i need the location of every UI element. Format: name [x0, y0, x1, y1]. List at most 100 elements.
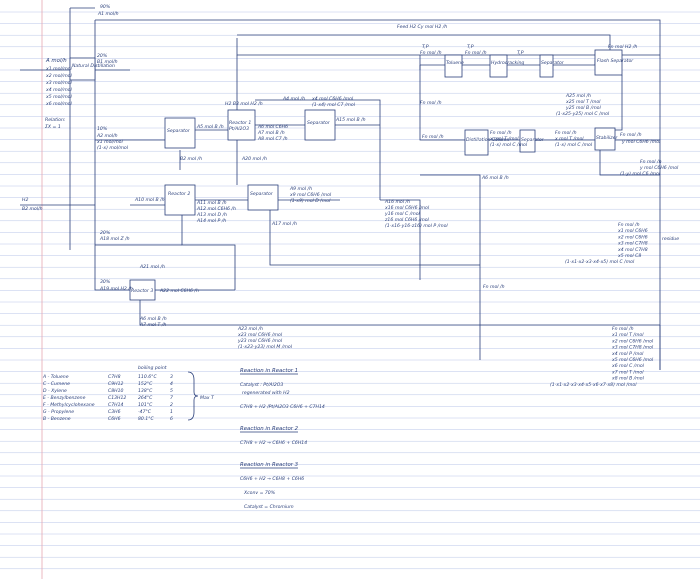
- residue-item: x1 mol C6H6: [617, 228, 648, 234]
- stream-label: Fn mol /h: [483, 284, 505, 290]
- block-label: Natural Distillation: [72, 63, 115, 69]
- block-label: Reactor 2: [168, 191, 190, 197]
- list-item: x4 mol/mol: [45, 87, 72, 93]
- residue-item: (1-x1-x2-x3-x4-x5) mol C /mol: [565, 259, 635, 265]
- stream-label: Fn mol /h: [465, 50, 487, 56]
- process-block-separator-3: Separator: [247, 184, 279, 211]
- block-label: Separator: [167, 128, 191, 134]
- block-label: Reactor 3: [131, 288, 153, 294]
- stream-label: T,P: [422, 44, 429, 50]
- list-item: 152°C: [138, 381, 153, 387]
- stream-label: Fn mol /h: [422, 134, 444, 140]
- list-item: x1 mol/mol: [45, 66, 72, 72]
- residue-item: x3 mol C7H8: [617, 241, 648, 247]
- stream-label: A22 mol C6H6 /h: [159, 288, 199, 294]
- block-label: Hydrocracking: [491, 60, 524, 66]
- stream-label: A11 mol B /h: [196, 200, 227, 206]
- relation-value: ΣX = 1: [45, 124, 61, 130]
- reaction-2-equation: C7H8 + H2 → C6H6 + C6H14: [240, 440, 307, 446]
- stream-label: (1-x) mol/mol: [97, 145, 129, 151]
- stream-label: A6 mol B /h: [139, 316, 167, 322]
- list-item: E - Benzylbenzene: [43, 395, 86, 401]
- list-item: C - Cumene: [43, 381, 70, 387]
- stream-label: (1-x23-y23) mol M /mol: [238, 344, 293, 350]
- stream-label: x16 mol C6H6 /mol: [384, 205, 430, 211]
- stream-label: Fn mol /h: [420, 50, 442, 56]
- list-item: 7: [170, 395, 173, 401]
- list-item: B - Benzene: [43, 416, 71, 422]
- reaction-3-conversion: Xconv = 70%: [243, 490, 275, 496]
- residue-item: Fn mol /h: [618, 222, 640, 228]
- reaction-1-title: Reaction in Reactor 1: [240, 368, 298, 374]
- stream-label: A5 mol B /h: [196, 124, 224, 130]
- stream-label: H2 B3 mol H2 /h: [225, 101, 263, 107]
- list-item: 5: [170, 388, 173, 394]
- bottoms-item: x3 mol C7H8 /mol: [611, 345, 654, 351]
- stream-label: A4 mol /h: [282, 96, 305, 102]
- stream-label: (1-x16-y16-z16) mol P /mol: [385, 223, 448, 229]
- stream-label: y mol C6H6 /mol: [639, 165, 679, 171]
- stream-label: (1-x9) mol D /mol: [290, 198, 331, 204]
- list-item: 110.6°C: [138, 374, 157, 380]
- process-block-separator-2: Separator: [304, 109, 336, 141]
- stream-labels: 90% A1 mol/h Feed H2 Cy mol H2 /h Fn mol…: [22, 4, 679, 388]
- stream-label: A20 mol /h: [241, 156, 267, 162]
- stream-label: Fn mol /h: [490, 130, 512, 136]
- list-item: C3H6: [108, 409, 121, 415]
- bottoms-item: (1-x1-x2-x3-x4-x5-x6-x7-x8) mol /mol: [550, 382, 637, 388]
- residue-label: residue: [662, 236, 679, 242]
- feed-label: A mol/h: [45, 58, 67, 64]
- list-item: 6: [170, 416, 173, 422]
- stream-label: A14 mol P /h: [196, 218, 226, 224]
- block-label: Separator: [250, 191, 274, 197]
- stream-label: A19 mol H2 /h: [99, 286, 133, 292]
- stream-label: Fn mol /h: [420, 100, 442, 106]
- block-label: Reactor 1: [229, 120, 251, 126]
- stream-label: 30%: [100, 279, 110, 285]
- process-block-reactor-2: Reactor 2: [164, 184, 196, 216]
- process-block-distillation: Natural Distillation: [69, 57, 115, 81]
- bottoms-item: x1 mol T /mol: [611, 332, 644, 338]
- list-item: C7H14: [108, 402, 124, 408]
- stream-label: 90%: [100, 4, 110, 10]
- block-label: Flash Separator: [597, 58, 634, 64]
- process-block-separator-5: Separator: [539, 54, 565, 78]
- stream-label: A7 mol B /h: [257, 130, 285, 136]
- bottoms-item: x6 mol C /mol: [611, 363, 645, 369]
- reaction-2-title: Reaction in Reactor 2: [240, 426, 299, 432]
- list-item: C6H6: [108, 416, 121, 422]
- list-item: -47°C: [138, 409, 152, 415]
- stream-label: A25 mol /h: [565, 93, 591, 99]
- list-item: x3 mol/mol: [45, 80, 72, 86]
- list-item: x5 mol/mol: [45, 94, 72, 100]
- stream-label: x23 mol C6H6 /mol: [237, 332, 283, 338]
- list-item: G - Propylene: [43, 409, 74, 415]
- process-block-separator-4: Separator: [519, 129, 545, 153]
- list-item: C9H12: [108, 381, 124, 387]
- stream-label: A13 mol D /h: [196, 212, 227, 218]
- list-item: 264°C: [138, 395, 153, 401]
- stream-label: A9 mol /h: [289, 186, 312, 192]
- reaction-1-line: regenerated with H2: [242, 390, 290, 396]
- stream-label: A2 mol/h: [96, 133, 118, 139]
- block-label: Toluene: [446, 60, 464, 66]
- list-item: 138°C: [138, 388, 153, 394]
- stream-label: A6 mol C6H6: [257, 124, 288, 130]
- block-label: Separator: [541, 60, 565, 66]
- stream-label: Feed H2 Cy mol H2 /h: [397, 24, 447, 30]
- block-label: Distillation Column: [466, 137, 510, 143]
- list-item: 4: [170, 381, 173, 387]
- bottoms-item: x5 mol C6H6 /mol: [611, 357, 654, 363]
- stream-label: x mol T /mol: [554, 136, 584, 142]
- stream-label: A23 mol /h: [237, 326, 263, 332]
- bottoms-item: x2 mol C6H6 /mol: [611, 338, 654, 344]
- stream-label: 20%: [100, 230, 110, 236]
- stream-label: A8 mol C7 /h: [257, 136, 288, 142]
- stream-label: (1-x) mol C /mol: [490, 142, 528, 148]
- stream-label: A16 mol /h: [384, 199, 410, 205]
